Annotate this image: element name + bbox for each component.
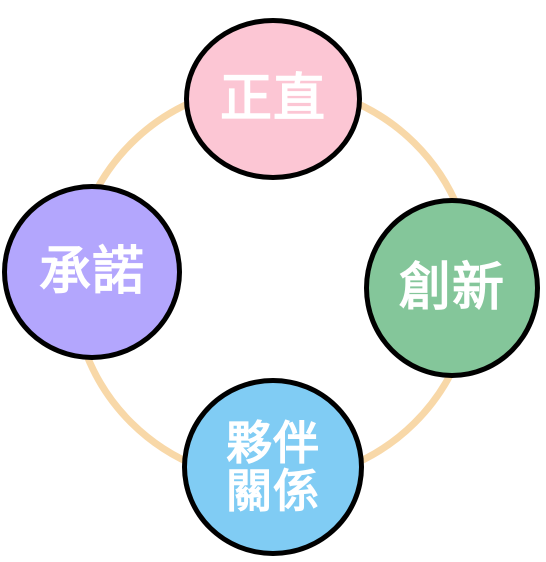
- value-label-innovation: 創新: [398, 258, 505, 318]
- value-node-innovation: 創新: [364, 198, 540, 378]
- value-label-integrity: 正直: [219, 69, 326, 129]
- value-label-commitment: 承諾: [38, 242, 145, 302]
- value-node-integrity: 正直: [184, 18, 362, 180]
- value-label-partnership: 夥伴 關係: [226, 415, 320, 518]
- value-node-commitment: 承諾: [2, 184, 182, 360]
- value-node-partnership: 夥伴 關係: [182, 378, 364, 556]
